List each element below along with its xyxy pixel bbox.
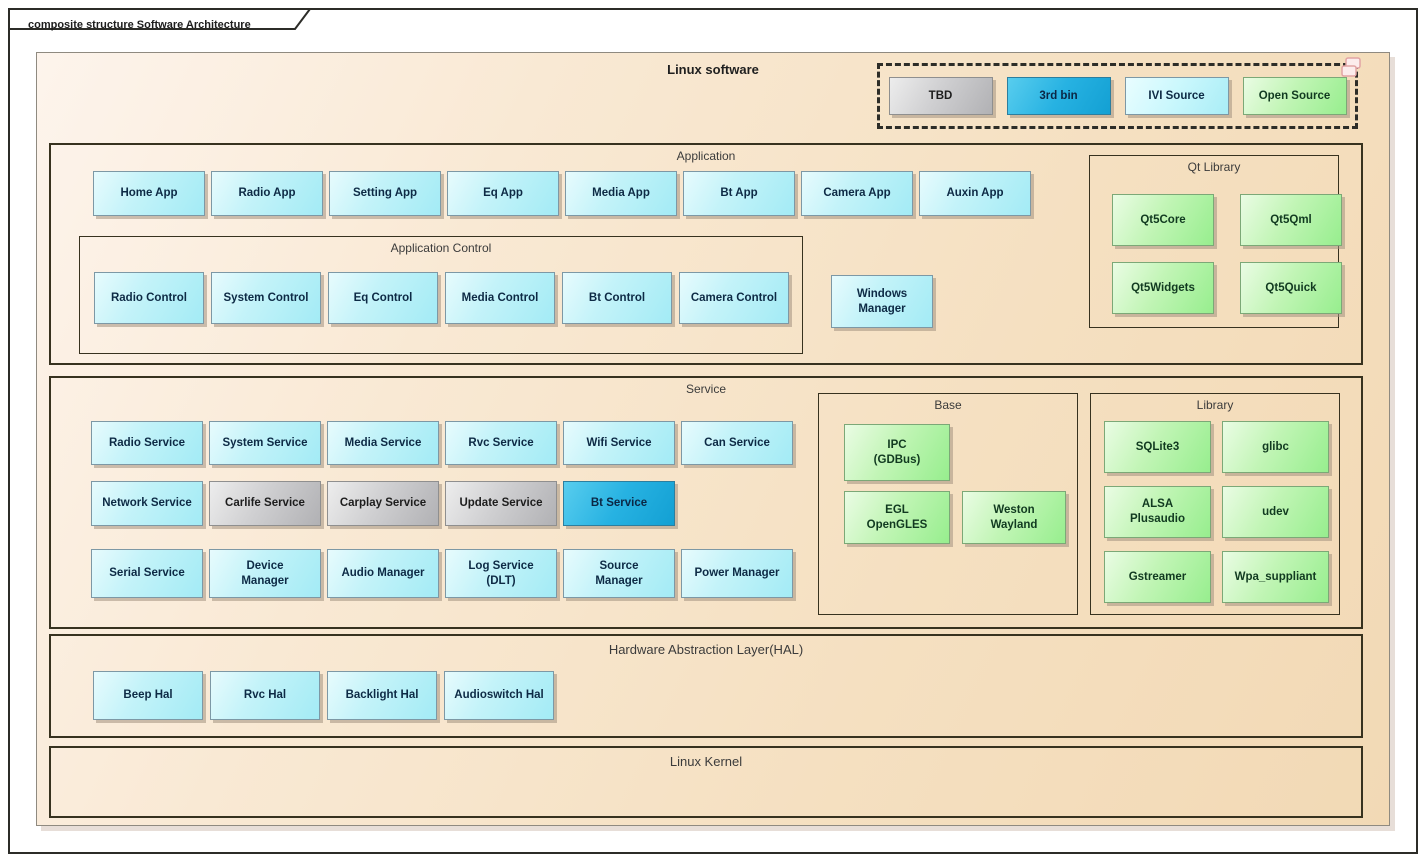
qt-library-title: Qt Library: [1187, 160, 1241, 174]
layer-hal[interactable]: Hardware Abstraction Layer(HAL) Beep Hal…: [49, 634, 1363, 738]
node-update-service[interactable]: Update Service: [445, 481, 557, 526]
node-serial-service[interactable]: Serial Service: [91, 549, 203, 598]
node-power-manager[interactable]: Power Manager: [681, 549, 793, 598]
node-backlight-hal[interactable]: Backlight Hal: [327, 671, 437, 720]
node-carlife-service[interactable]: Carlife Service: [209, 481, 321, 526]
node-camera-control[interactable]: Camera Control: [679, 272, 789, 324]
legend-box[interactable]: TBD 3rd bin IVI Source Open Source: [877, 57, 1361, 129]
layer-linux-kernel[interactable]: Linux Kernel: [49, 746, 1363, 818]
node-radio-service[interactable]: Radio Service: [91, 421, 203, 465]
node-radio-app[interactable]: Radio App: [211, 171, 323, 216]
node-rvc-service[interactable]: Rvc Service: [445, 421, 557, 465]
library-title: Library: [1196, 398, 1234, 412]
node-eq-app[interactable]: Eq App: [447, 171, 559, 216]
node-glibc[interactable]: glibc: [1222, 421, 1329, 473]
node-network-service[interactable]: Network Service: [91, 481, 203, 526]
node-ivi-source[interactable]: IVI Source: [1124, 77, 1229, 115]
node-udev[interactable]: udev: [1222, 486, 1329, 538]
linux-software-container[interactable]: Linux software TBD 3rd bin IVI Source Open …: [36, 52, 1390, 826]
node-system-control[interactable]: System Control: [211, 272, 321, 324]
node-open-source[interactable]: Open Source: [1242, 77, 1347, 115]
node-media-app[interactable]: Media App: [565, 171, 677, 216]
node-home-app[interactable]: Home App: [93, 171, 205, 216]
node-qt5core[interactable]: Qt5Core: [1112, 194, 1214, 246]
node-qt5quick[interactable]: Qt5Quick: [1240, 262, 1342, 314]
diagram-tab: composite structure Software Architectur…: [8, 8, 312, 31]
group-base[interactable]: Base IPC (GDBus) EGL OpenGLES Weston Way…: [818, 393, 1078, 615]
collaboration-icon: [1341, 57, 1361, 77]
node-radio-control[interactable]: Radio Control: [94, 272, 204, 324]
node-sqlite3[interactable]: SQLite3: [1104, 421, 1211, 473]
diagram-tab-label: composite structure Software Architectur…: [28, 19, 251, 31]
node-beep-hal[interactable]: Beep Hal: [93, 671, 203, 720]
node-bt-app[interactable]: Bt App: [683, 171, 795, 216]
node-audio-manager[interactable]: Audio Manager: [327, 549, 439, 598]
node-setting-app[interactable]: Setting App: [329, 171, 441, 216]
node-media-service[interactable]: Media Service: [327, 421, 439, 465]
node-gstreamer[interactable]: Gstreamer: [1104, 551, 1211, 603]
node-egl-opengles[interactable]: EGL OpenGLES: [844, 491, 950, 544]
node-qt5qml[interactable]: Qt5Qml: [1240, 194, 1342, 246]
node-bt-control[interactable]: Bt Control: [562, 272, 672, 324]
node-tbd[interactable]: TBD: [888, 77, 993, 115]
diagram-tab-shape: [8, 8, 312, 30]
layer-linux-kernel-title: Linux Kernel: [669, 754, 743, 769]
base-title: Base: [934, 398, 962, 412]
layer-application-title: Application: [676, 149, 736, 163]
node-source-manager[interactable]: Source Manager: [563, 549, 675, 598]
node-system-service[interactable]: System Service: [209, 421, 321, 465]
node-alsa-plusaudio[interactable]: ALSA Plusaudio: [1104, 486, 1211, 538]
node-device-manager[interactable]: Device Manager: [209, 549, 321, 598]
node-rvc-hal[interactable]: Rvc Hal: [210, 671, 320, 720]
node-audioswitch-hal[interactable]: Audioswitch Hal: [444, 671, 554, 720]
node-windows-manager[interactable]: Windows Manager: [831, 275, 933, 328]
application-control-title: Application Control: [390, 241, 492, 255]
node-camera-app[interactable]: Camera App: [801, 171, 913, 216]
node-wifi-service[interactable]: Wifi Service: [563, 421, 675, 465]
node-can-service[interactable]: Can Service: [681, 421, 793, 465]
node-qt5widgets[interactable]: Qt5Widgets: [1112, 262, 1214, 314]
node-weston-wayland[interactable]: Weston Wayland: [962, 491, 1066, 544]
node-log-service-dlt[interactable]: Log Service (DLT): [445, 549, 557, 598]
diagram-frame: [8, 8, 1418, 854]
node-wpa-suppliant[interactable]: Wpa_suppliant: [1222, 551, 1329, 603]
layer-service-title: Service: [685, 382, 726, 396]
node-3rd-bin[interactable]: 3rd bin: [1006, 77, 1111, 115]
node-carplay-service[interactable]: Carplay Service: [327, 481, 439, 526]
node-ipc-gdbus[interactable]: IPC (GDBus): [844, 424, 950, 481]
linux-software-title: Linux software: [667, 62, 759, 77]
layer-hal-title: Hardware Abstraction Layer(HAL): [608, 642, 804, 657]
node-auxin-app[interactable]: Auxin App: [919, 171, 1031, 216]
node-bt-service[interactable]: Bt Service: [563, 481, 675, 526]
node-media-control[interactable]: Media Control: [445, 272, 555, 324]
node-eq-control[interactable]: Eq Control: [328, 272, 438, 324]
